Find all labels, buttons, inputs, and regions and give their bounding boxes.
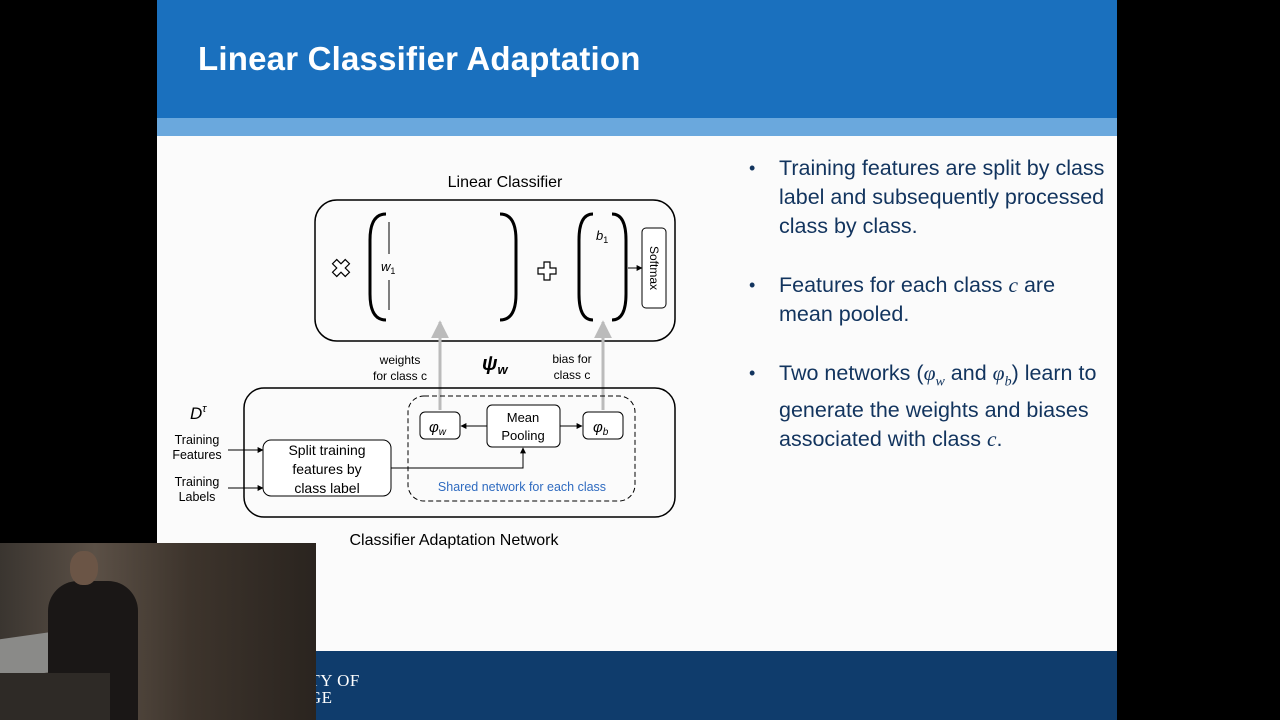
linear-classifier-label: Linear Classifier <box>448 174 563 191</box>
mean-line-1: Mean <box>507 410 540 425</box>
weight-w1: w1 <box>381 259 395 276</box>
split-line-2: features by <box>292 461 361 477</box>
adaptation-network-box <box>243 387 676 518</box>
bullet-3-phi-w: φ <box>923 361 936 385</box>
bias-for-class-1: bias for <box>552 352 591 366</box>
slide-footer <box>157 651 1117 720</box>
bullet-3-sub-b: b <box>1004 374 1012 390</box>
psi-w: ψw <box>482 353 508 377</box>
slide-title: Linear Classifier Adaptation <box>198 40 641 77</box>
d-sup: τ <box>202 403 207 415</box>
d-symbol: D <box>190 404 202 423</box>
bullet-dot: • <box>749 275 756 295</box>
slide-header <box>157 0 1117 118</box>
softmax-box <box>641 227 667 309</box>
bias-symbol: b <box>596 228 603 243</box>
d-tau: Dτ <box>190 403 207 423</box>
phi-w: φw <box>429 419 447 438</box>
shared-network-label: Shared network for each class <box>438 480 606 494</box>
bullet-3-sub-w: w <box>935 374 945 390</box>
bullet-3-post: ) learn to generate the weights and bias… <box>779 361 1097 452</box>
logo-text: UNIVERSITY OF CAMBRIDGE <box>316 672 360 706</box>
multiply-icon <box>331 258 351 278</box>
bullet-list: • Training features are split by class l… <box>747 154 1107 484</box>
training-features-2: Features <box>172 448 221 462</box>
header-strip <box>157 118 1117 136</box>
phi-w-box <box>419 411 461 440</box>
weight-left-bracket <box>368 212 387 322</box>
bias-for-class-2: class c <box>554 368 591 382</box>
phi-b-box <box>582 411 624 440</box>
linear-classifier-box <box>314 199 676 342</box>
bias-b1: b1 <box>596 228 608 245</box>
mean-line-2: Pooling <box>501 428 544 443</box>
diagram: Linear Classifier w1 b1 Softmax weights … <box>172 174 676 549</box>
speaker-head <box>70 551 98 585</box>
weight-right-bracket <box>499 212 518 322</box>
weight-sub: 1 <box>390 266 395 276</box>
bullet-2-post: are mean pooled. <box>779 273 1056 326</box>
bullet-3: • Two networks (φw and φb) learn to gene… <box>747 359 1107 454</box>
weight-symbol: w <box>381 259 392 274</box>
training-features-1: Training <box>175 433 220 447</box>
psi-sub: w <box>497 362 508 377</box>
bullet-1-text: Training features are split by class lab… <box>779 156 1105 238</box>
bullet-2: • Features for each class c are mean poo… <box>747 271 1107 329</box>
split-line-3: class label <box>294 480 359 496</box>
bullet-3-end: . <box>996 427 1003 452</box>
phi-b: φb <box>593 419 609 438</box>
softmax-label: Softmax <box>647 246 661 290</box>
phi-w-sub: w <box>439 427 447 438</box>
bullet-1: • Training features are split by class l… <box>747 154 1107 241</box>
split-to-mean-arrow <box>391 447 526 469</box>
split-line-1: Split training <box>288 442 365 458</box>
bullet-2-var: c <box>1008 273 1018 297</box>
adaptation-network-label: Classifier Adaptation Network <box>350 532 560 549</box>
podium <box>0 673 110 720</box>
training-labels-2: Labels <box>179 490 216 504</box>
weights-for-class-2: for class c <box>373 369 427 383</box>
plus-icon <box>537 261 557 281</box>
speaker-webcam <box>0 543 316 720</box>
bullet-3-phi-b: φ <box>992 361 1005 385</box>
bullet-dot: • <box>749 363 756 383</box>
phi-w-symbol: φ <box>429 419 439 436</box>
bullet-dot: • <box>749 158 756 178</box>
university-logo: UNIVERSITY OF CAMBRIDGE <box>316 672 376 706</box>
bias-right-bracket <box>611 212 628 322</box>
bullet-3-pre: Two networks ( <box>779 361 924 385</box>
psi-symbol: ψ <box>482 353 498 375</box>
weights-for-class-1: weights <box>379 353 421 367</box>
bullet-3-var: c <box>986 427 997 452</box>
training-labels-1: Training <box>175 475 220 489</box>
bullet-3-mid: and <box>944 361 993 385</box>
shared-network-box <box>407 395 636 502</box>
phi-b-symbol: φ <box>593 419 603 436</box>
bullet-2-pre: Features for each class <box>779 273 1009 297</box>
bias-sub: 1 <box>603 235 608 245</box>
slide: Linear Classifier Adaptation Linear Clas… <box>157 0 1117 720</box>
bias-left-bracket <box>577 212 594 322</box>
phi-b-sub: b <box>603 427 609 438</box>
